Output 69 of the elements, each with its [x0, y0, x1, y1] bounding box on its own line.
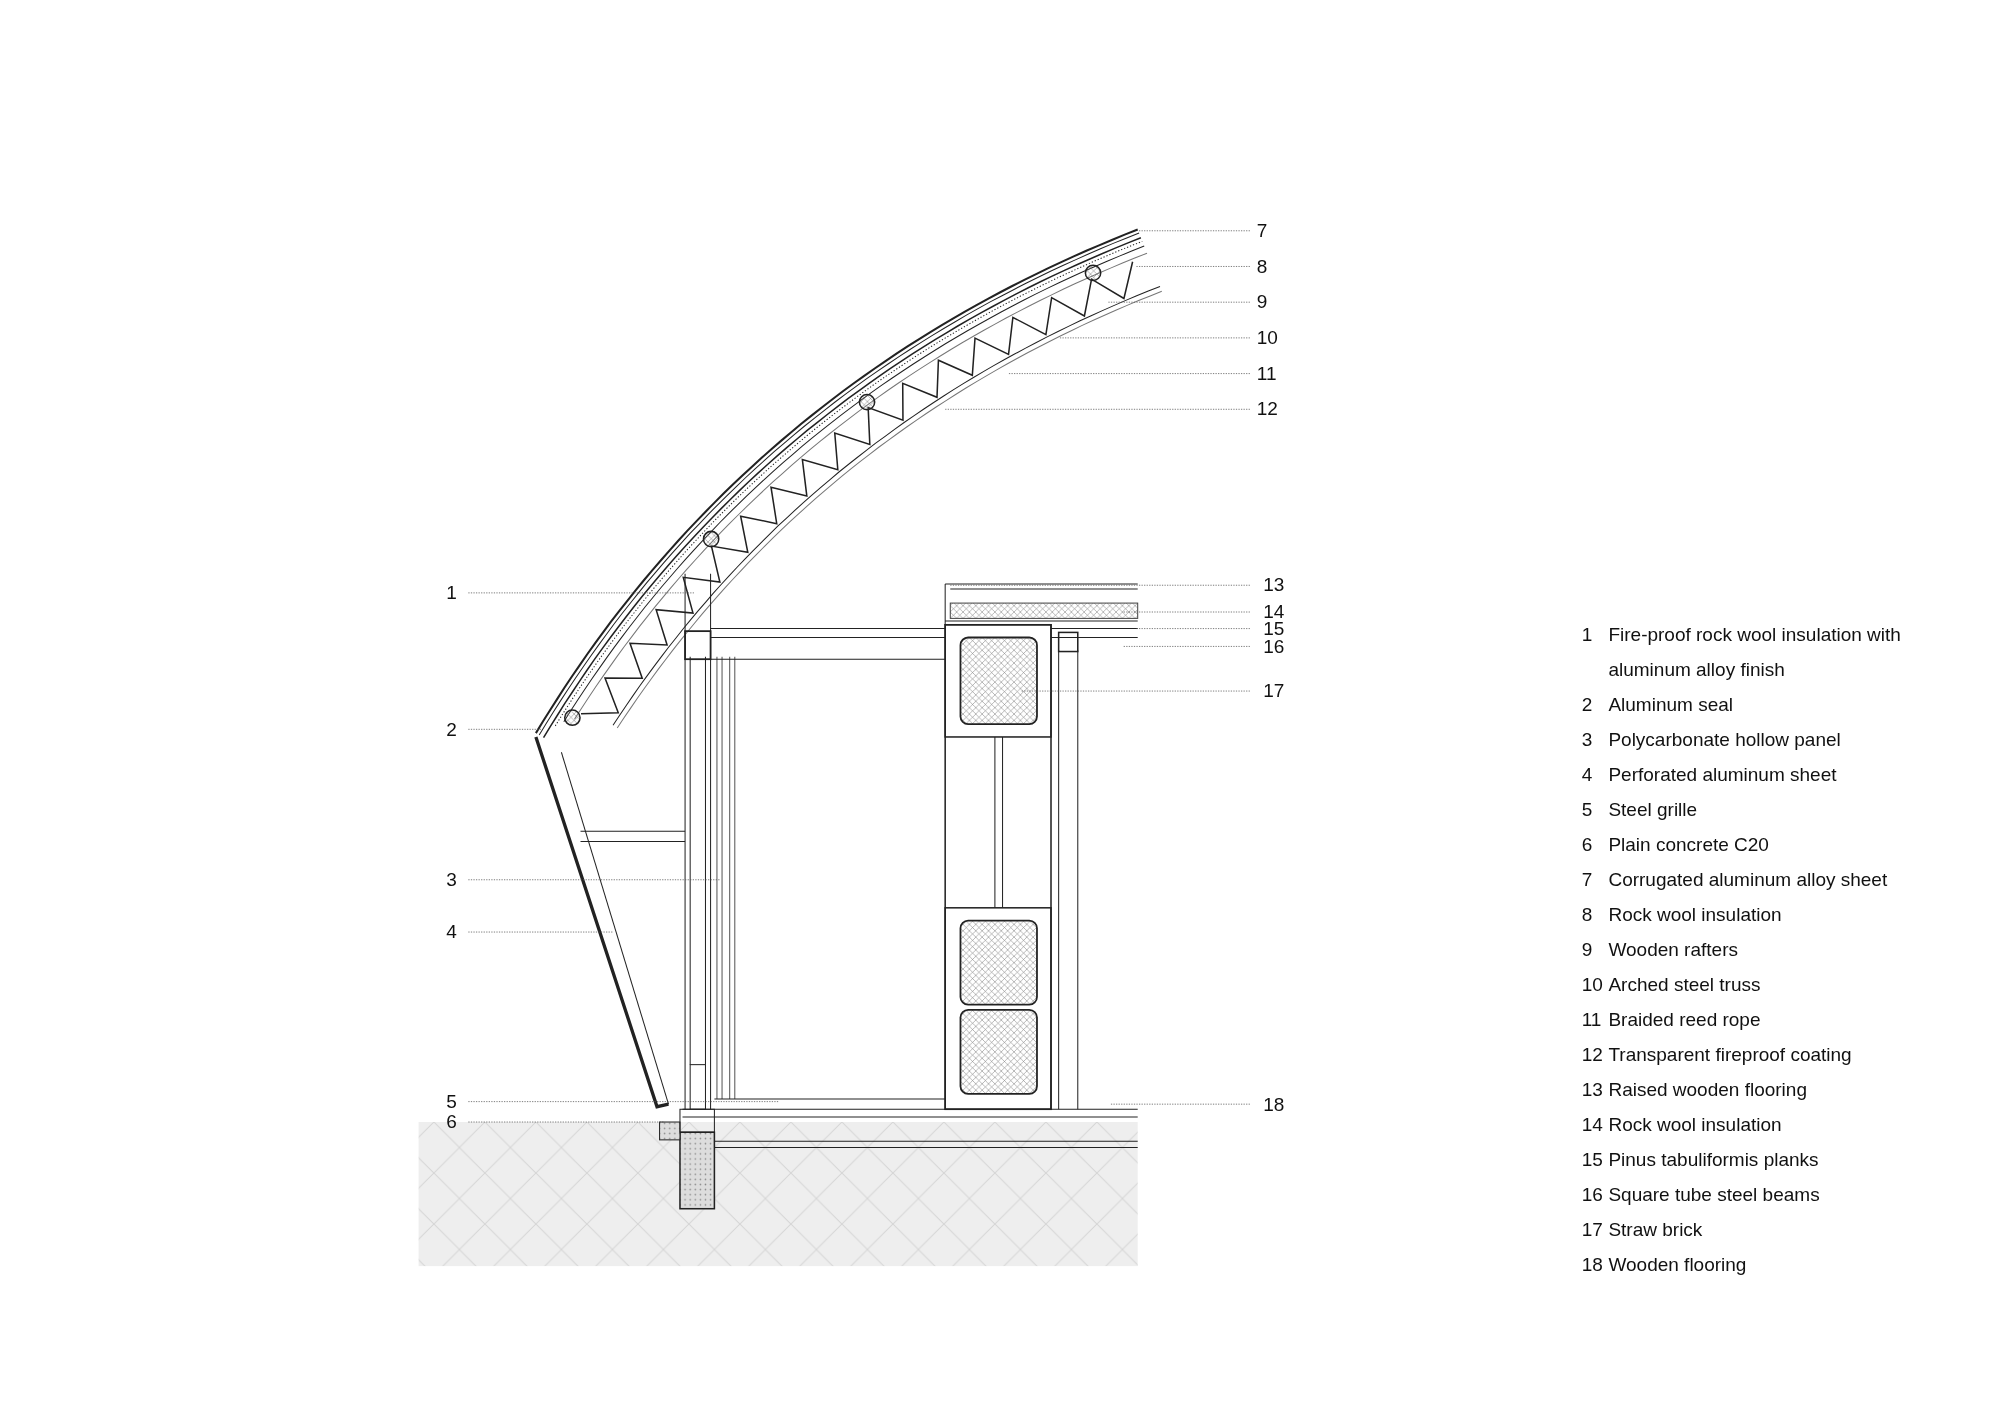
legend-number: 6	[1581, 832, 1593, 857]
leader-line	[467, 931, 613, 933]
legend-text: Fire-proof rock wool insulation with aluminum alloy finish	[1608, 622, 1902, 682]
leader-line	[467, 879, 722, 881]
legend-text: Wooden rafters	[1608, 937, 1739, 962]
leader-line	[1109, 1103, 1251, 1105]
legend-number: 15	[1581, 1147, 1603, 1172]
legend-number: 13	[1581, 1077, 1603, 1102]
callout-number: 18	[1263, 1093, 1285, 1116]
leader-line	[467, 728, 543, 730]
legend-text: Pinus tabuliformis planks	[1608, 1147, 1820, 1172]
legend-number: 14	[1581, 1112, 1603, 1137]
callout-number: 1	[446, 582, 457, 605]
legend-number: 5	[1581, 797, 1593, 822]
legend-number: 9	[1581, 937, 1593, 962]
legend-number: 4	[1581, 762, 1593, 787]
legend-text: Wooden flooring	[1608, 1252, 1748, 1277]
callout-number: 12	[1256, 398, 1278, 421]
callout-number: 8	[1256, 255, 1268, 278]
legend-text: Corrugated aluminum alloy sheet	[1608, 867, 1889, 892]
leader-line	[949, 584, 1251, 586]
leader-line	[1137, 230, 1251, 232]
legend-text: Aluminum seal	[1608, 692, 1734, 717]
leader-line	[1058, 337, 1251, 339]
leader-line	[1020, 690, 1251, 692]
legend-text: Rock wool insulation	[1608, 902, 1783, 927]
legend-text: Steel grille	[1608, 797, 1699, 822]
legend-number: 7	[1581, 867, 1593, 892]
leader-line	[467, 592, 696, 594]
callout-number: 13	[1263, 574, 1285, 597]
leader-line	[1134, 266, 1251, 267]
callout-number: 10	[1256, 327, 1278, 349]
callout-number: 4	[446, 921, 457, 944]
legend-text: Rock wool insulation	[1608, 1112, 1783, 1137]
callout-number: 7	[1256, 219, 1268, 242]
callout-number: 5	[446, 1091, 457, 1114]
callout-number: 17	[1263, 680, 1285, 703]
leader-line	[1134, 628, 1251, 629]
callout-number: 9	[1256, 291, 1268, 314]
legend-number: 17	[1581, 1217, 1603, 1242]
legend-text: Braided reed rope	[1608, 1007, 1762, 1032]
leader-line	[943, 408, 1251, 410]
callout-number: 3	[446, 869, 457, 892]
legend-number: 12	[1581, 1042, 1603, 1067]
legend-text: Perforated aluminum sheet	[1608, 762, 1838, 787]
legend-number: 10	[1581, 972, 1603, 997]
legend-text: Transparent fireproof coating	[1608, 1042, 1853, 1067]
leader-line	[1122, 646, 1251, 647]
leader-line	[1106, 301, 1251, 303]
legend-text: Polycarbonate hollow panel	[1608, 727, 1842, 752]
callout-number: 11	[1256, 362, 1277, 385]
legend-text: Straw brick	[1608, 1217, 1704, 1242]
legend-number: 1	[1581, 622, 1593, 647]
leader-line	[1122, 611, 1251, 613]
legend-number: 8	[1581, 902, 1593, 927]
leader-line	[467, 1101, 779, 1102]
legend-number: 18	[1581, 1252, 1603, 1277]
leader-line	[467, 1121, 664, 1123]
legend-text: Raised wooden flooring	[1608, 1077, 1808, 1102]
legend-number: 2	[1581, 692, 1593, 717]
legend-number: 16	[1581, 1182, 1603, 1207]
legend-number: 3	[1581, 727, 1593, 752]
legend-text: Square tube steel beams	[1608, 1182, 1821, 1207]
legend-number: 11	[1581, 1007, 1602, 1032]
legend-text: Arched steel truss	[1608, 972, 1762, 997]
leader-line	[1007, 373, 1251, 374]
callout-number: 2	[446, 718, 457, 741]
callout-number: 6	[446, 1111, 457, 1134]
legend-text: Plain concrete C20	[1608, 832, 1770, 857]
